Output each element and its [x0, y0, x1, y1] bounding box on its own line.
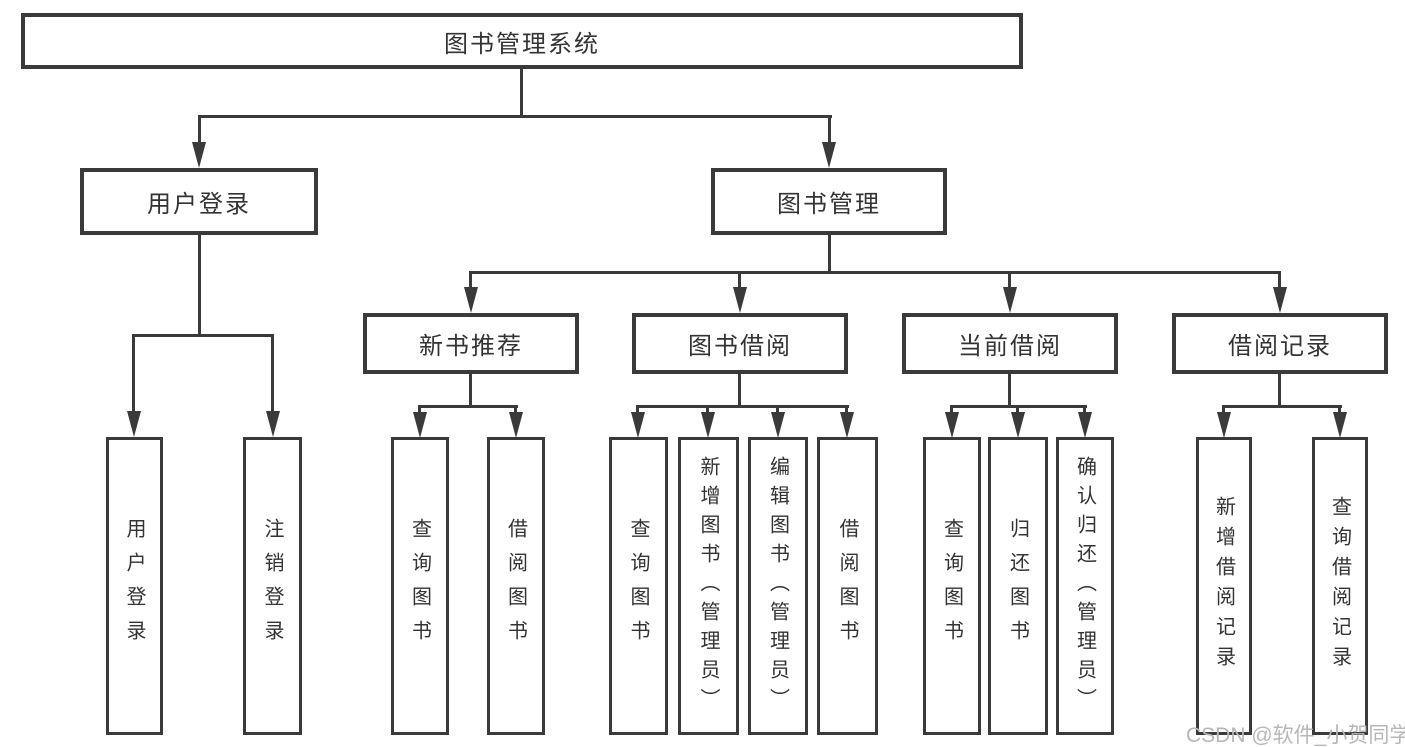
connector-vline — [418, 405, 421, 414]
arrowhead-icon — [733, 287, 747, 313]
arrowhead-icon — [1011, 412, 1025, 438]
connector-hline — [418, 405, 518, 408]
node-label: 借阅记录 — [1228, 333, 1332, 360]
arrowhead-icon — [192, 142, 206, 168]
node-label: 当前借阅 — [958, 333, 1062, 360]
connector-vline — [738, 271, 741, 289]
leaf-borrow-books: 借阅图书 — [817, 437, 878, 735]
leaf-query-books-current: 查询图书 — [923, 437, 981, 735]
connector-hline — [469, 271, 1281, 274]
node-label: 新书推荐 — [419, 333, 523, 360]
leaf-query-books-borrow: 查询图书 — [609, 437, 668, 735]
connector-vline — [1338, 405, 1341, 414]
connector-vline — [1083, 405, 1086, 414]
arrowhead-icon — [413, 412, 427, 438]
connector-vline — [198, 115, 201, 146]
connector-hline — [198, 115, 832, 118]
arrowhead-icon — [1217, 412, 1231, 438]
connector-vline — [520, 69, 523, 117]
leaf-edit-books-admin: 编辑图书（管理员） — [748, 437, 808, 735]
connector-vline — [636, 405, 639, 414]
connector-vline — [828, 115, 831, 146]
node-label: 用户登录 — [147, 191, 251, 218]
arrowhead-icon — [840, 412, 854, 438]
node-user-login: 用户登录 — [80, 168, 318, 235]
connector-hline — [636, 405, 849, 408]
leaf-confirm-return-admin: 确认归还（管理员） — [1056, 437, 1114, 735]
leaf-return-books: 归还图书 — [988, 437, 1048, 735]
leaf-user-login: 用户登录 — [106, 437, 163, 735]
connector-vline — [706, 405, 709, 414]
arrowhead-icon — [509, 412, 523, 438]
connector-hline — [132, 334, 274, 337]
leaf-add-borrow-record: 新增借阅记录 — [1196, 437, 1252, 735]
connector-vline — [776, 405, 779, 414]
node-borrow-records: 借阅记录 — [1172, 313, 1388, 374]
arrowhead-icon — [1273, 287, 1287, 313]
arrowhead-icon — [945, 412, 959, 438]
connector-vline — [132, 334, 135, 413]
arrowhead-icon — [1078, 412, 1092, 438]
connector-vline — [1278, 374, 1281, 407]
node-current-borrow: 当前借阅 — [902, 313, 1118, 374]
connector-hline — [1222, 405, 1342, 408]
arrowhead-icon — [127, 411, 141, 437]
connector-vline — [271, 334, 274, 413]
connector-vline — [1008, 374, 1011, 407]
connector-vline — [828, 235, 831, 273]
watermark: CSDN @软件_小贺同学 — [1186, 724, 1405, 747]
node-label: 图书管理系统 — [444, 30, 600, 58]
leaf-query-borrow-record: 查询借阅记录 — [1312, 437, 1368, 735]
leaf-query-books-recommend: 查询图书 — [391, 437, 449, 735]
connector-vline — [514, 405, 517, 414]
connector-vline — [469, 271, 472, 289]
connector-vline — [738, 374, 741, 407]
connector-vline — [1278, 271, 1281, 289]
arrowhead-icon — [822, 142, 836, 168]
arrowhead-icon — [266, 411, 280, 437]
arrowhead-icon — [701, 412, 715, 438]
node-book-management: 图书管理 — [711, 168, 947, 235]
arrowhead-icon — [464, 287, 478, 313]
node-label: 图书借阅 — [688, 333, 792, 360]
node-root-system: 图书管理系统 — [21, 13, 1023, 69]
leaf-borrow-books-recommend: 借阅图书 — [487, 437, 545, 735]
arrowhead-icon — [771, 412, 785, 438]
leaf-add-books-admin: 新增图书（管理员） — [678, 437, 739, 735]
connector-vline — [198, 235, 201, 337]
connector-vline — [950, 405, 953, 414]
connector-vline — [1222, 405, 1225, 414]
connector-vline — [1016, 405, 1019, 414]
node-new-book-recommend: 新书推荐 — [363, 313, 579, 374]
connector-vline — [469, 374, 472, 407]
arrowhead-icon — [1003, 287, 1017, 313]
node-label: 图书管理 — [777, 191, 881, 218]
connector-vline — [1008, 271, 1011, 289]
connector-vline — [845, 405, 848, 414]
arrowhead-icon — [631, 412, 645, 438]
arrowhead-icon — [1333, 412, 1347, 438]
leaf-logout: 注销登录 — [243, 437, 302, 735]
node-book-borrow: 图书借阅 — [632, 313, 848, 374]
